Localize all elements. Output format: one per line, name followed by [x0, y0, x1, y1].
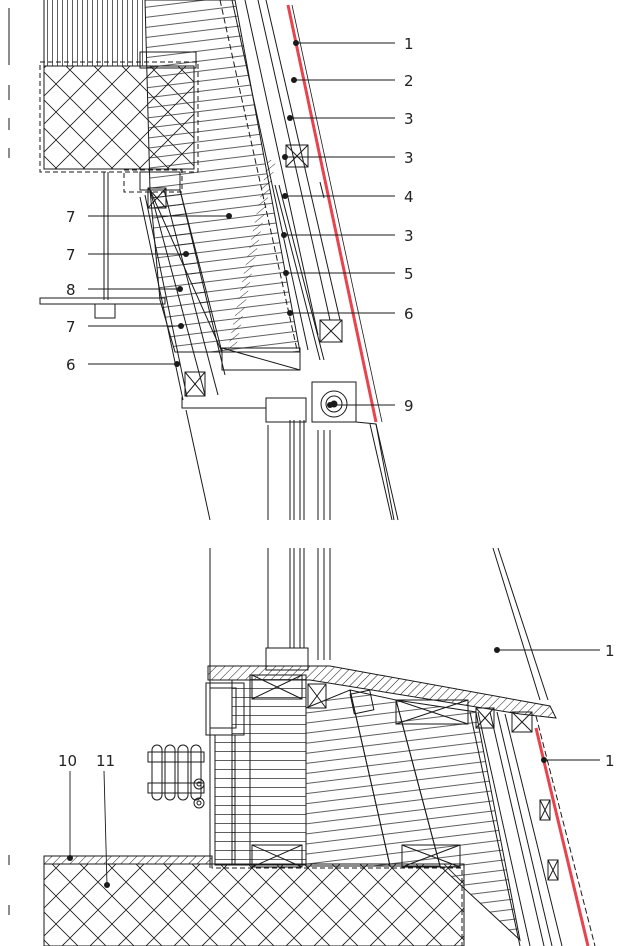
callout-label-1: 1: [605, 752, 615, 770]
callout-label-3: 3: [404, 227, 414, 245]
callout-label-9: 9: [404, 397, 414, 415]
lower-section: [8, 547, 596, 946]
callout-leaders: [69, 42, 600, 886]
callout-label-10: 10: [58, 752, 77, 770]
callout-dots: [67, 40, 547, 888]
callout-label-3: 3: [404, 149, 414, 167]
callout-label-1: 1: [404, 35, 414, 53]
lower-red-outer-skin: [534, 727, 590, 946]
upper-red-outer-skin: [286, 4, 378, 423]
callout-label-7: 7: [66, 246, 76, 264]
roller-shutter-box: [311, 381, 357, 423]
callout-label-5: 5: [404, 265, 414, 283]
upper-section: [8, 0, 399, 521]
callout-label-11: 11: [96, 752, 115, 770]
callout-label-4: 4: [404, 188, 414, 206]
callout-label-7: 7: [66, 318, 76, 336]
callout-labels: 1 2 3 3 4 3 5 6 7 7 8 7 6 9 1 1 10 11: [58, 35, 615, 770]
callout-label-2: 2: [404, 72, 414, 90]
radiator: [147, 744, 205, 809]
callout-label-1: 1: [605, 642, 615, 660]
upper-wall-studs: [44, 0, 144, 66]
callout-label-6: 6: [66, 356, 76, 374]
callout-label-8: 8: [66, 281, 76, 299]
callout-label-3: 3: [404, 110, 414, 128]
callout-label-7: 7: [66, 208, 76, 226]
floor-concrete-slab: [43, 863, 465, 946]
callout-label-6: 6: [404, 305, 414, 323]
